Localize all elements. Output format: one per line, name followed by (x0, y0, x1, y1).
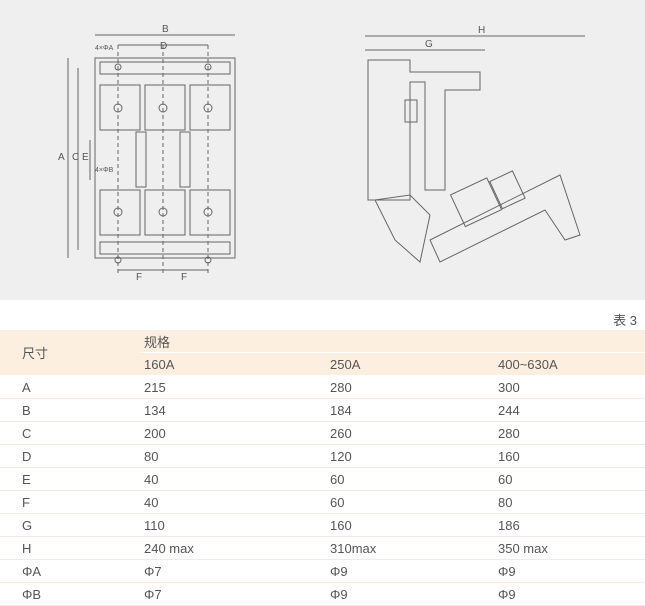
row-label: ΦB (0, 582, 140, 606)
row-label: E (0, 467, 140, 491)
cell-value: 260 (330, 421, 498, 445)
column-header: 160A (140, 352, 330, 376)
cell-value: Φ9 (498, 559, 645, 583)
cell-value: 80 (498, 490, 645, 514)
label-hole-b: 4×ΦB (95, 167, 114, 174)
cell-value: 350 max (498, 536, 645, 560)
cell-value: 310max (330, 536, 498, 560)
cell-value: 160 (498, 444, 645, 468)
row-label: D (0, 444, 140, 468)
row-label: C (0, 421, 140, 445)
cell-value: 60 (330, 467, 498, 491)
table-caption: 表 3 (613, 313, 637, 328)
cell-value: Φ9 (498, 582, 645, 606)
group-header: 规格 (140, 330, 645, 353)
column-header: 400~630A (498, 352, 645, 376)
label-A: A (58, 152, 65, 163)
cell-value: 300 (498, 375, 645, 399)
label-H: H (478, 25, 485, 36)
row-label: F (0, 490, 140, 514)
cell-value: 80 (140, 444, 330, 468)
row-label: A (0, 375, 140, 399)
cell-value: 240 max (140, 536, 330, 560)
cell-value: 186 (498, 513, 645, 537)
cell-value: 134 (140, 398, 330, 422)
cell-value: 244 (498, 398, 645, 422)
cell-value: 200 (140, 421, 330, 445)
cell-value: 110 (140, 513, 330, 537)
cell-value: 40 (140, 490, 330, 514)
cell-value: Φ9 (330, 582, 498, 606)
label-G: G (425, 39, 433, 50)
row-label: H (0, 536, 140, 560)
front-view: B D A C E F F 4×ΦA 4×ΦB (58, 24, 236, 283)
cell-value: 280 (330, 375, 498, 399)
cell-value: 160 (330, 513, 498, 537)
cell-value: 60 (498, 467, 645, 491)
label-E: E (82, 152, 89, 163)
label-hole-a: 4×ΦA (95, 45, 114, 52)
cell-value: 60 (330, 490, 498, 514)
row-header: 尺寸 (0, 330, 140, 376)
column-header: 250A (330, 352, 498, 376)
cell-value: 215 (140, 375, 330, 399)
label-C: C (72, 152, 79, 163)
side-view: H G (365, 25, 585, 263)
cell-value: 40 (140, 467, 330, 491)
cell-value: 120 (330, 444, 498, 468)
cell-value: Φ7 (140, 582, 330, 606)
row-label: ΦA (0, 559, 140, 583)
label-F1: F (136, 272, 142, 283)
cell-value: 184 (330, 398, 498, 422)
cell-value: Φ7 (140, 559, 330, 583)
label-F2: F (181, 272, 187, 283)
label-B: B (162, 24, 169, 35)
row-label: G (0, 513, 140, 537)
row-label: B (0, 398, 140, 422)
cell-value: Φ9 (330, 559, 498, 583)
cell-value: 280 (498, 421, 645, 445)
label-D: D (160, 41, 167, 52)
dimension-drawing: B D A C E F F 4×ΦA 4×ΦB H G (0, 0, 645, 300)
